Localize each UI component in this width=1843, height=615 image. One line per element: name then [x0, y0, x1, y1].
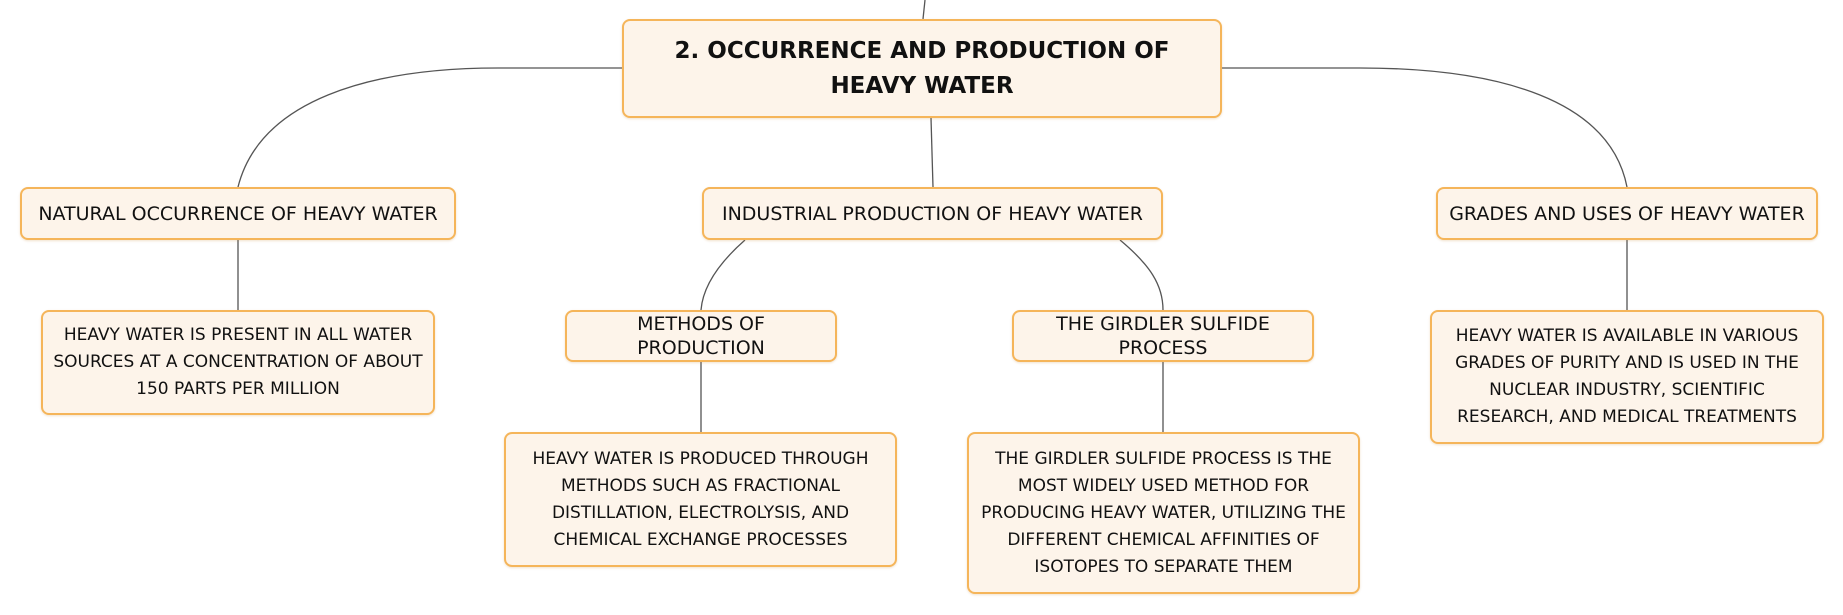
sub-branch-girdler-sulfide-process[interactable]: THE GIRDLER SULFIDE PROCESS — [1012, 310, 1314, 362]
branch-industrial-production-label: INDUSTRIAL PRODUCTION OF HEAVY WATER — [721, 202, 1143, 225]
branch-grades-and-uses-label: GRADES AND USES OF HEAVY WATER — [1449, 202, 1805, 225]
connector-industrial-to-methods — [700, 239, 746, 311]
sub-branch-methods-of-production[interactable]: METHODS OF PRODUCTION — [565, 310, 837, 362]
connector-root-to-grades — [1222, 67, 1628, 188]
branch-natural-occurrence[interactable]: NATURAL OCCURRENCE OF HEAVY WATER — [20, 187, 456, 240]
connector-parent-to-root — [922, 0, 926, 20]
leaf-girdler-text: THE GIRDLER SULFIDE PROCESS IS THE MOST … — [981, 448, 1346, 577]
leaf-grades-detail[interactable]: HEAVY WATER IS AVAILABLE IN VARIOUS GRAD… — [1430, 310, 1824, 444]
sub-branch-girdler-label: THE GIRDLER SULFIDE PROCESS — [1056, 313, 1270, 359]
leaf-grades-text: HEAVY WATER IS AVAILABLE IN VARIOUS GRAD… — [1455, 326, 1799, 427]
leaf-natural-occurrence-text: HEAVY WATER IS PRESENT IN ALL WATER SOUR… — [53, 325, 423, 399]
branch-grades-and-uses[interactable]: GRADES AND USES OF HEAVY WATER — [1436, 187, 1818, 240]
leaf-methods-text: HEAVY WATER IS PRODUCED THROUGH METHODS … — [532, 448, 869, 550]
connector-industrial-to-girdler — [1119, 239, 1164, 311]
leaf-girdler-detail[interactable]: THE GIRDLER SULFIDE PROCESS IS THE MOST … — [967, 432, 1360, 594]
root-topic-title: 2. OCCURRENCE AND PRODUCTION OF HEAVY WA… — [674, 37, 1170, 99]
root-topic[interactable]: 2. OCCURRENCE AND PRODUCTION OF HEAVY WA… — [622, 19, 1222, 118]
leaf-methods-detail[interactable]: HEAVY WATER IS PRODUCED THROUGH METHODS … — [504, 432, 897, 567]
connector-root-to-natural — [237, 67, 622, 188]
branch-natural-occurrence-label: NATURAL OCCURRENCE OF HEAVY WATER — [38, 202, 438, 225]
branch-industrial-production[interactable]: INDUSTRIAL PRODUCTION OF HEAVY WATER — [702, 187, 1163, 240]
leaf-natural-occurrence-detail[interactable]: HEAVY WATER IS PRESENT IN ALL WATER SOUR… — [41, 310, 435, 415]
sub-branch-methods-label: METHODS OF PRODUCTION — [637, 313, 765, 359]
connector-root-to-industrial — [930, 117, 934, 188]
